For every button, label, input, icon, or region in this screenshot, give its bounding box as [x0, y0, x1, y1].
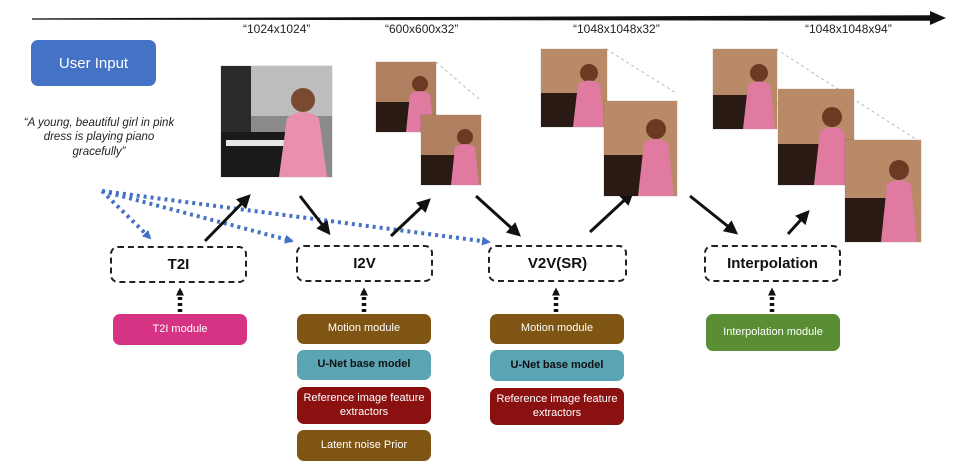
piano-girl-image-icon — [421, 115, 481, 185]
resolution-label-t2i: “1024x1024” — [243, 22, 311, 36]
i2v-reference-image-feature-extractors: Reference image feature extractors — [297, 387, 431, 424]
user-input-box: User Input — [31, 40, 156, 86]
module-connectors — [176, 287, 776, 312]
i2v-motion-module: Motion module — [297, 314, 431, 344]
i2v-unet-base-model: U-Net base model — [297, 350, 431, 380]
stage-i2v: I2V — [296, 245, 433, 282]
i2v-latent-noise-prior: Latent noise Prior — [297, 430, 431, 461]
piano-girl-image-icon — [778, 89, 854, 185]
t2i-module: T2I module — [113, 314, 247, 345]
piano-girl-image-icon — [845, 140, 921, 242]
interpolation-module: Interpolation module — [706, 314, 840, 351]
stage-interpolation: Interpolation — [704, 245, 841, 282]
prompt-text: “A young, beautiful girl in pink dress i… — [23, 117, 175, 158]
resolution-label-interp: “1048x1048x94” — [805, 22, 892, 36]
resolution-label-v2v: “1048x1048x32” — [573, 22, 660, 36]
piano-girl-image-icon — [541, 49, 607, 127]
piano-girl-image-icon — [713, 49, 777, 129]
prompt-conditioning-arrows — [100, 189, 491, 246]
v2v-unet-base-model: U-Net base model — [490, 350, 624, 381]
resolution-label-i2v: “600x600x32” — [385, 22, 459, 36]
piano-girl-image-icon — [604, 101, 677, 196]
stage-v2v-sr: V2V(SR) — [488, 245, 627, 282]
v2v-reference-image-feature-extractors: Reference image feature extractors — [490, 388, 624, 425]
data-flow-arrows — [203, 191, 810, 243]
stage-t2i: T2I — [110, 246, 247, 283]
v2v-motion-module: Motion module — [490, 314, 624, 344]
piano-girl-image-icon — [221, 66, 332, 177]
